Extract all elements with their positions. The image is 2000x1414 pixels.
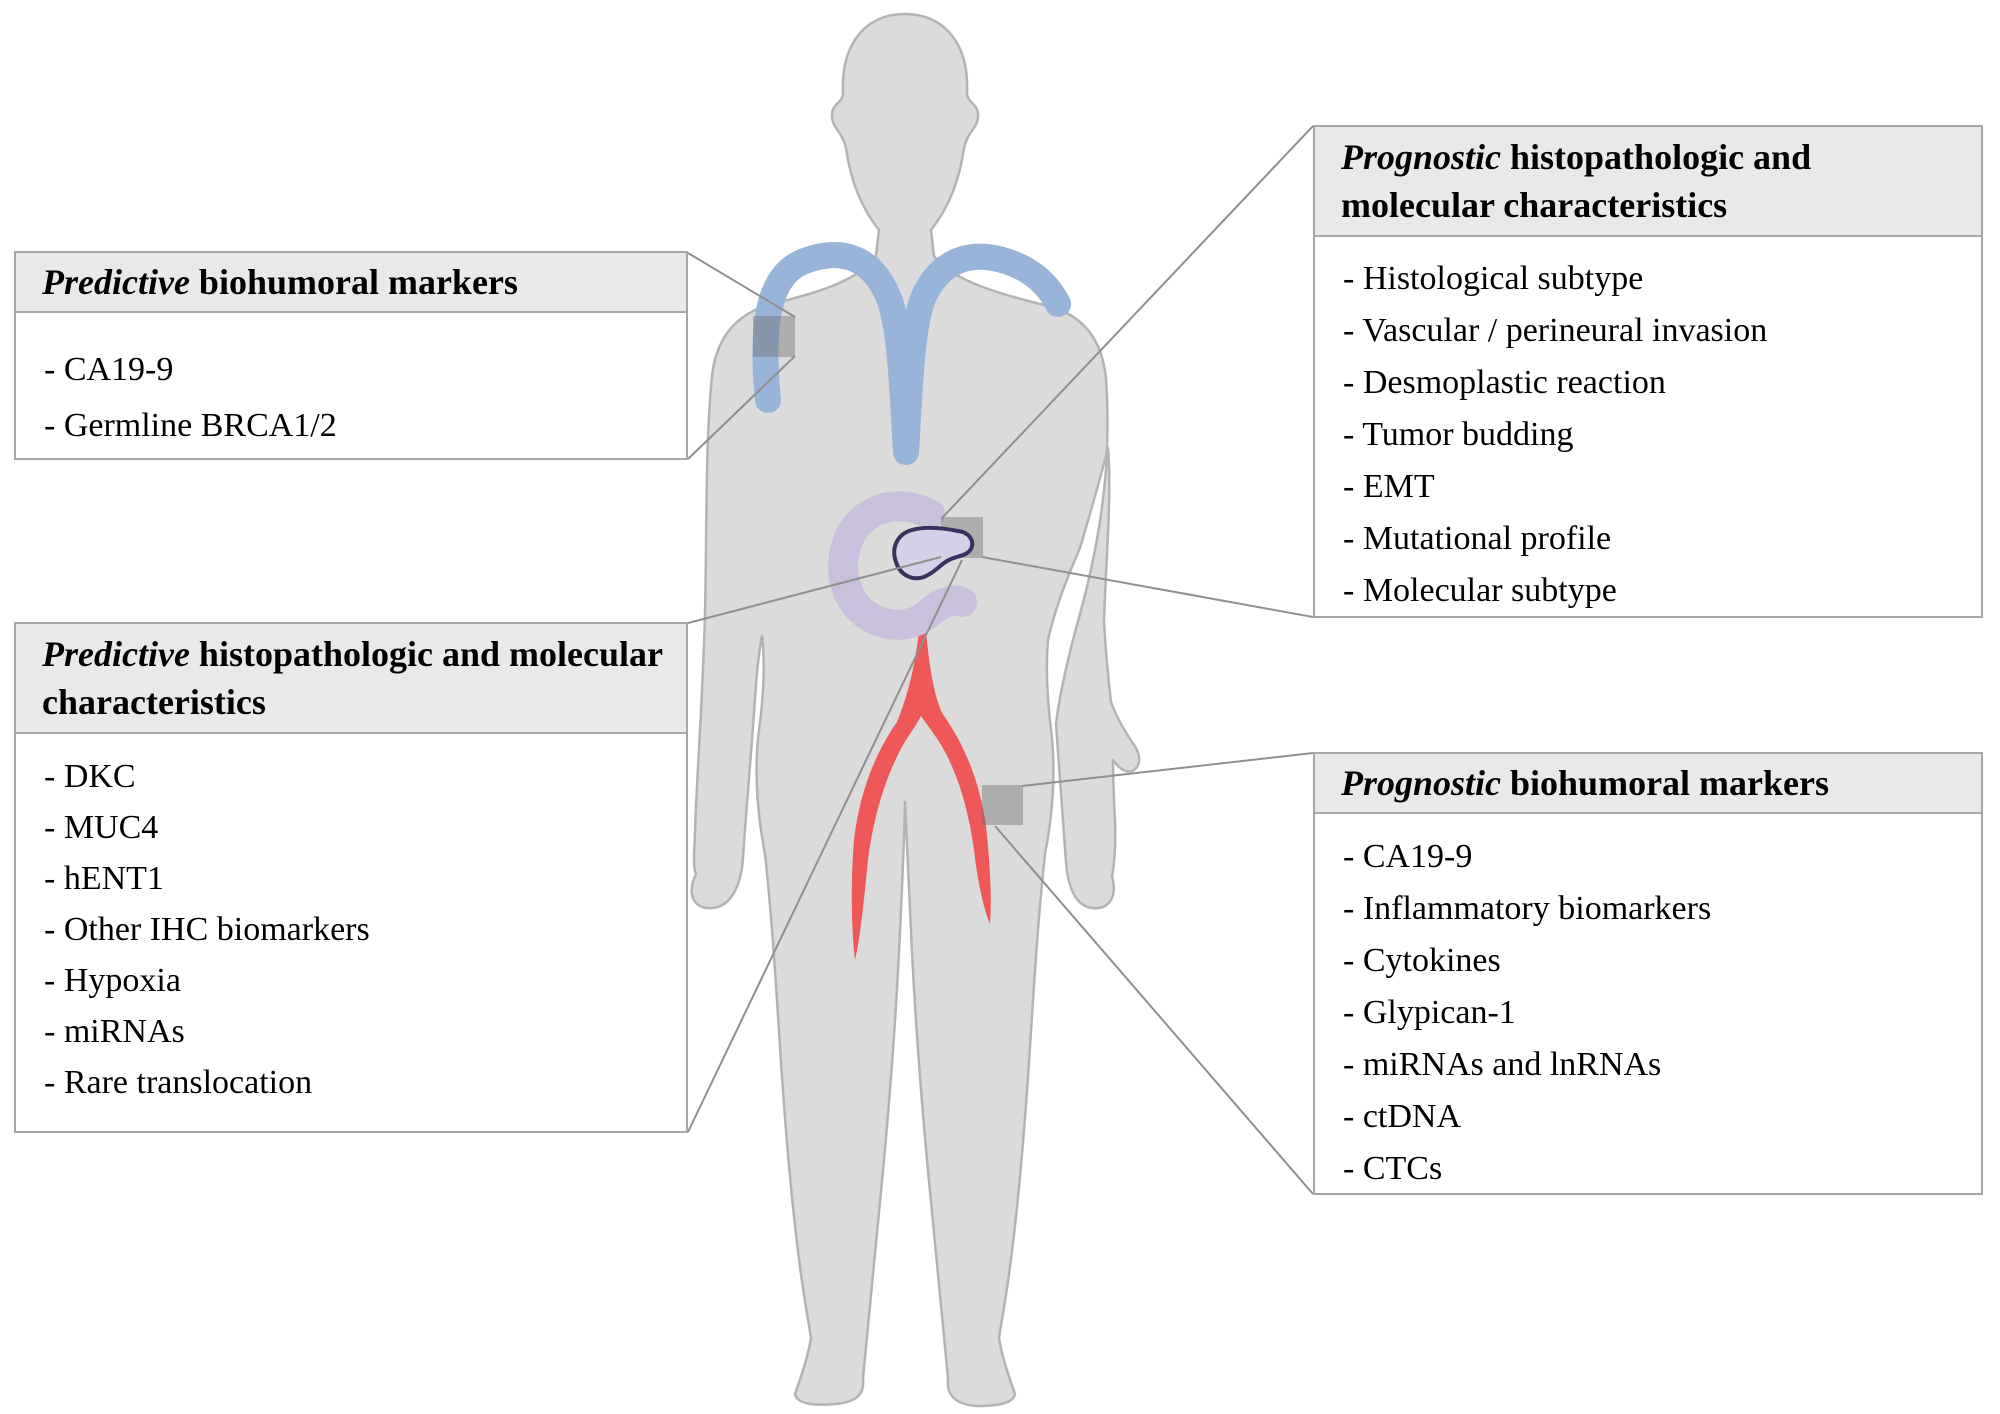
marker-list: - DKC - MUC4 - hENT1 - Other IHC biomarkers… [16, 751, 686, 1108]
iliac-arteries-shape [851, 611, 991, 960]
box-title-emphasis: Predictive [42, 634, 190, 674]
prognostic-biohumoral-markers-box: Prognostic biohumoral markers - CA19-9- … [1313, 752, 1983, 1195]
list-item: - CA19-9 [1343, 838, 1473, 875]
connector-prognostic-biohumoral-top [1021, 752, 1314, 787]
list-item: - ctDNA [1343, 1098, 1462, 1135]
list-item: - Cytokines [1343, 942, 1501, 979]
list-item: - EMT [1343, 468, 1435, 505]
box-title-rest: biohumoral markers [1501, 763, 1830, 803]
list-item: - miRNAs and lnRNAs [1343, 1046, 1662, 1083]
pancreas-shape [892, 525, 975, 581]
box-title-emphasis: Prognostic [1341, 137, 1502, 177]
list-item: - Vascular / perineural invasion [1343, 312, 1768, 349]
list-item: - Histological subtype [1343, 260, 1644, 297]
box-title: Prognostic biohumoral markers [1315, 754, 1981, 814]
list-item: - Inflammatory biomarkers [1343, 890, 1712, 927]
list-item: - Tumor budding [1343, 416, 1574, 453]
box-title-rest: histopathologic and molecular characteri… [1341, 137, 1812, 225]
list-item: - DKC [44, 758, 136, 795]
marker-pelvis-square [982, 785, 1023, 825]
list-item: - MUC4 [44, 809, 159, 846]
predictive-histopathologic-box: Predictive histopathologic and molecular… [14, 622, 688, 1133]
list-item: - Molecular subtype [1343, 572, 1617, 609]
box-title: Predictive biohumoral markers [16, 253, 686, 313]
box-title-rest: biohumoral markers [189, 262, 518, 302]
list-item: - CTCs [1343, 1150, 1443, 1187]
connector-predictive-biohumoral-bottom [687, 355, 796, 460]
list-item: - Germline BRCA1/2 [44, 407, 337, 444]
list-item: - miRNAs [44, 1013, 185, 1050]
box-title: Prognostic histopathologic and molecular… [1315, 127, 1981, 237]
box-title-rest: histopathologic and molecular characteri… [42, 634, 663, 722]
box-title-emphasis: Predictive [42, 262, 190, 302]
connector-predictive-biohumoral-top [687, 252, 796, 318]
connector-prognostic-histopath-top [941, 125, 1314, 519]
chest-veins-shape [752, 242, 1071, 465]
list-item: - Mutational profile [1343, 520, 1612, 557]
list-item: - CA19-9 [44, 351, 174, 388]
box-title: Predictive histopathologic and molecular… [16, 624, 686, 734]
marker-list: - Histological subtype - Vascular / perin… [1315, 253, 1981, 617]
prognostic-histopathologic-box: Prognostic histopathologic and molecular… [1313, 125, 1983, 618]
marker-chest-square [753, 316, 795, 357]
duodenum-shape [828, 491, 977, 640]
list-item: - Desmoplastic reaction [1343, 364, 1666, 401]
list-item: - Rare translocation [44, 1064, 313, 1101]
list-item: - Hypoxia [44, 962, 181, 999]
predictive-biohumoral-markers-box: Predictive biohumoral markers - CA19-9- … [14, 251, 688, 460]
list-item: - Other IHC biomarkers [44, 911, 370, 948]
list-item: - Glypican-1 [1343, 994, 1516, 1031]
marker-list: - CA19-9 - Inflammatory biomarkers - Cytok… [1315, 831, 1981, 1195]
connector-prognostic-histopath-bottom [981, 556, 1314, 618]
box-title-emphasis: Prognostic [1341, 763, 1502, 803]
list-item: - hENT1 [44, 860, 164, 897]
connector-prognostic-biohumoral-bottom [994, 825, 1314, 1195]
connector-predictive-histopath-bottom [687, 559, 963, 1133]
marker-list: - CA19-9 - Germline BRCA1/2 [16, 342, 686, 454]
connector-predictive-histopath-top [687, 556, 942, 624]
